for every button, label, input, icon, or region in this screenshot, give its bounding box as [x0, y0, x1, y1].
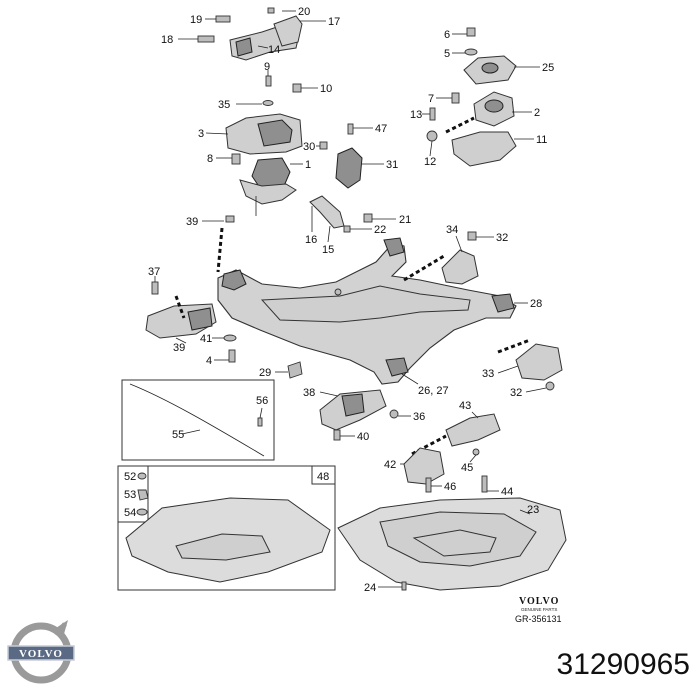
callout-9: 9: [264, 61, 270, 73]
logo-text: VOLVO: [19, 648, 63, 660]
callout-34: 34: [446, 224, 458, 236]
callout-48: 48: [317, 471, 329, 483]
callout-33: 33: [482, 368, 494, 380]
callout-3: 3: [198, 128, 204, 140]
callout-7: 7: [428, 93, 434, 105]
front-subframe: [202, 215, 531, 385]
callout-42: 42: [384, 459, 396, 471]
subframe-right-brackets: [441, 231, 563, 393]
callout-6: 6: [444, 29, 450, 41]
callout-18: 18: [161, 34, 173, 46]
callout-19: 19: [190, 14, 202, 26]
callout-28: 28: [530, 298, 542, 310]
callout-25: 25: [542, 62, 554, 74]
callout-26-27: 26, 27: [418, 385, 449, 397]
callout-38: 38: [303, 387, 315, 399]
callout-43: 43: [459, 400, 471, 412]
subframe-lower-bracket: [319, 389, 411, 441]
engine-mount-upper-bracket: [178, 7, 326, 61]
part-number: 31290965: [556, 648, 690, 681]
stabilizer-link: [309, 195, 396, 243]
callout-17: 17: [328, 16, 340, 28]
callout-47: 47: [375, 123, 387, 135]
callout-40: 40: [357, 431, 369, 443]
callout-35: 35: [218, 99, 230, 111]
callout-14: 14: [268, 44, 280, 56]
callout-39: 39: [186, 216, 198, 228]
callout-24: 24: [364, 582, 376, 594]
subframe-left-bracket: [145, 276, 303, 379]
callout-39: 39: [173, 342, 185, 354]
callout-11: 11: [536, 134, 547, 146]
callout-56: 56: [256, 395, 268, 407]
callout-55: 55: [172, 429, 184, 441]
callout-20: 20: [298, 6, 310, 18]
callout-36: 36: [413, 411, 425, 423]
callout-22: 22: [374, 224, 386, 236]
rear-mount-bracket: [400, 411, 501, 493]
callout-32: 32: [510, 387, 522, 399]
splash-shield-box: [117, 465, 336, 591]
callout-32: 32: [496, 232, 508, 244]
callout-16: 16: [305, 234, 317, 246]
callout-10: 10: [320, 83, 332, 95]
brand-name: VOLVO: [519, 596, 559, 607]
callout-31: 31: [386, 159, 398, 171]
callout-21: 21: [399, 214, 411, 226]
brand-subtitle: GENUINE PARTS: [521, 607, 557, 612]
callout-2: 2: [534, 107, 540, 119]
torque-rod-mount: [316, 123, 384, 189]
transmission-mount-right: [422, 91, 534, 167]
callout-45: 45: [461, 462, 473, 474]
callout-41: 41: [200, 333, 212, 345]
trim-strip-box: [121, 379, 275, 461]
callout-30: 30: [303, 141, 315, 153]
transmission-mount-upper: [452, 27, 540, 85]
brand-block: VOLVO GENUINE PARTS GR-356131: [515, 596, 562, 624]
callout-1: 1: [305, 159, 311, 171]
drawing-reference: GR-356131: [515, 614, 562, 624]
callout-13: 13: [410, 109, 422, 121]
callout-37: 37: [148, 266, 160, 278]
callout-23: 23: [527, 504, 539, 516]
callout-54: 54: [124, 507, 136, 519]
volvo-logo-icon: VOLVO: [7, 620, 75, 684]
callout-15: 15: [322, 244, 334, 256]
callout-5: 5: [444, 48, 450, 60]
callout-44: 44: [501, 486, 513, 498]
engine-mount-left: [205, 70, 318, 216]
callout-53: 53: [124, 489, 136, 501]
callout-12: 12: [424, 156, 436, 168]
callout-52: 52: [124, 471, 136, 483]
callout-29: 29: [259, 367, 271, 379]
callout-8: 8: [207, 153, 213, 165]
engine-underbody-shield: [337, 497, 567, 591]
callout-46: 46: [444, 481, 456, 493]
callout-4: 4: [206, 355, 212, 367]
